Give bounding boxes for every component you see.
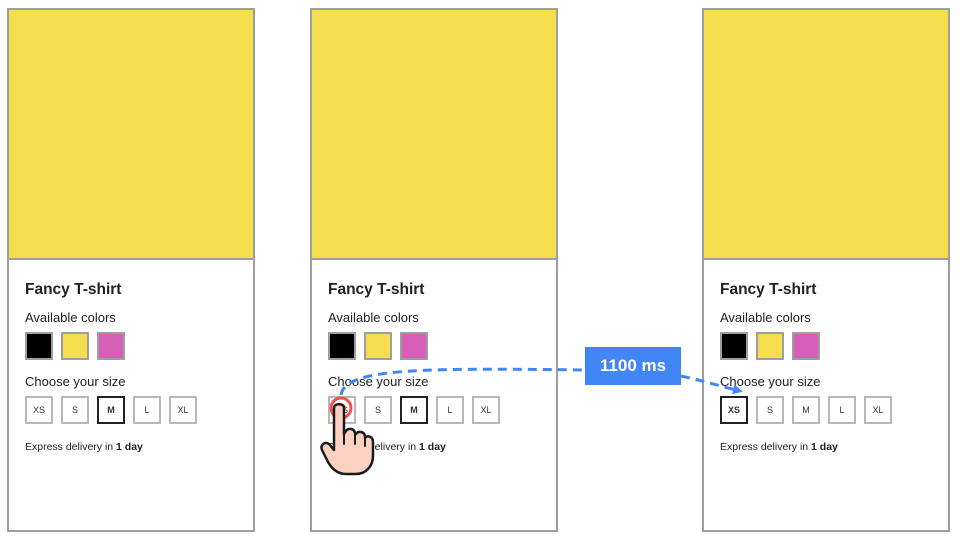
size-option-m[interactable]: M bbox=[97, 396, 125, 424]
color-swatches bbox=[25, 332, 243, 360]
size-options: XS S M L XL bbox=[25, 396, 243, 424]
size-option-m[interactable]: M bbox=[792, 396, 820, 424]
swatch-yellow[interactable] bbox=[756, 332, 784, 360]
size-option-s[interactable]: S bbox=[756, 396, 784, 424]
product-title: Fancy T-shirt bbox=[25, 281, 122, 298]
size-option-s[interactable]: S bbox=[61, 396, 89, 424]
delivery-time: 1 day bbox=[811, 441, 838, 453]
size-option-xl[interactable]: XL bbox=[864, 396, 892, 424]
swatch-pink[interactable] bbox=[97, 332, 125, 360]
delivery-info: Express delivery in 1 day bbox=[25, 440, 243, 454]
size-option-xs[interactable]: XS bbox=[25, 396, 53, 424]
product-image bbox=[9, 10, 253, 260]
colors-label: Available colors bbox=[720, 310, 811, 325]
size-label: Choose your size bbox=[328, 374, 429, 389]
size-option-m[interactable]: M bbox=[400, 396, 428, 424]
product-card-frame-1: Fancy T-shirt Available colors Choose yo… bbox=[7, 8, 255, 532]
size-option-s[interactable]: S bbox=[364, 396, 392, 424]
delivery-time: 1 day bbox=[116, 441, 143, 453]
size-option-xl[interactable]: XL bbox=[169, 396, 197, 424]
swatch-pink[interactable] bbox=[400, 332, 428, 360]
product-card-frame-3: Fancy T-shirt Available colors Choose yo… bbox=[702, 8, 950, 532]
size-option-l[interactable]: L bbox=[133, 396, 161, 424]
colors-label: Available colors bbox=[25, 310, 116, 325]
color-swatches bbox=[328, 332, 546, 360]
color-swatches bbox=[720, 332, 938, 360]
product-details: Fancy T-shirt Available colors Choose yo… bbox=[25, 280, 243, 454]
timing-badge: 1100 ms bbox=[585, 347, 681, 385]
size-options: XS S M L XL bbox=[720, 396, 938, 424]
delivery-text: Express delivery in bbox=[720, 441, 812, 453]
swatch-pink[interactable] bbox=[792, 332, 820, 360]
delivery-info: Express delivery in 1 day bbox=[720, 440, 938, 454]
swatch-yellow[interactable] bbox=[364, 332, 392, 360]
size-option-l[interactable]: L bbox=[436, 396, 464, 424]
size-label: Choose your size bbox=[25, 374, 126, 389]
size-option-xl[interactable]: XL bbox=[472, 396, 500, 424]
size-label: Choose your size bbox=[720, 374, 821, 389]
product-title: Fancy T-shirt bbox=[720, 281, 817, 298]
swatch-yellow[interactable] bbox=[61, 332, 89, 360]
swatch-black[interactable] bbox=[328, 332, 356, 360]
product-details: Fancy T-shirt Available colors Choose yo… bbox=[720, 280, 938, 454]
delivery-time: 1 day bbox=[419, 441, 446, 453]
pointing-hand-icon bbox=[320, 403, 375, 476]
colors-label: Available colors bbox=[328, 310, 419, 325]
size-option-xs[interactable]: XS bbox=[720, 396, 748, 424]
product-image bbox=[704, 10, 948, 260]
delivery-text: Express delivery in bbox=[25, 441, 117, 453]
product-image bbox=[312, 10, 556, 260]
size-option-l[interactable]: L bbox=[828, 396, 856, 424]
product-title: Fancy T-shirt bbox=[328, 281, 425, 298]
swatch-black[interactable] bbox=[720, 332, 748, 360]
swatch-black[interactable] bbox=[25, 332, 53, 360]
